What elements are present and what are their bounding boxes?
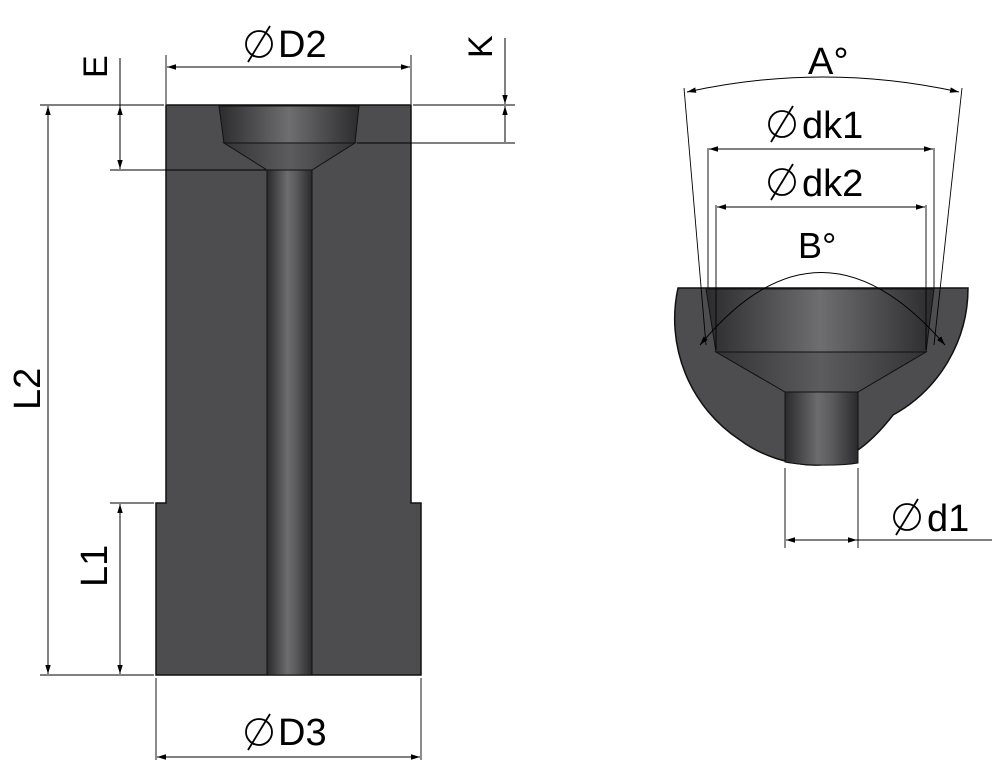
detail-view: A° dk1 dk2 B° d1	[673, 41, 992, 548]
l2-label: L2	[7, 368, 49, 410]
b-angle-arc	[699, 272, 946, 346]
diameter-icon	[893, 498, 921, 536]
diameter-icon	[768, 105, 796, 143]
d1-label: d1	[927, 498, 969, 540]
b-angle-label: B°	[798, 225, 836, 266]
diameter-icon	[245, 713, 273, 751]
k-label: K	[462, 35, 500, 58]
section-view: D2 D3 L2 L1 E K	[7, 24, 515, 760]
e-label: E	[77, 55, 115, 78]
diameter-icon	[245, 25, 273, 63]
detail-bore	[784, 391, 859, 466]
counterbore	[218, 105, 360, 144]
a-angle-label: A°	[808, 41, 849, 83]
dk1-label: dk1	[802, 105, 863, 147]
through-bore	[266, 169, 313, 676]
d3-label: D3	[278, 712, 327, 754]
a-angle-arc	[686, 76, 960, 93]
dk2-label: dk2	[802, 163, 863, 205]
detail-counterbore	[705, 288, 935, 353]
l1-label: L1	[74, 545, 116, 587]
diameter-icon	[768, 163, 796, 201]
d2-label: D2	[278, 24, 327, 66]
